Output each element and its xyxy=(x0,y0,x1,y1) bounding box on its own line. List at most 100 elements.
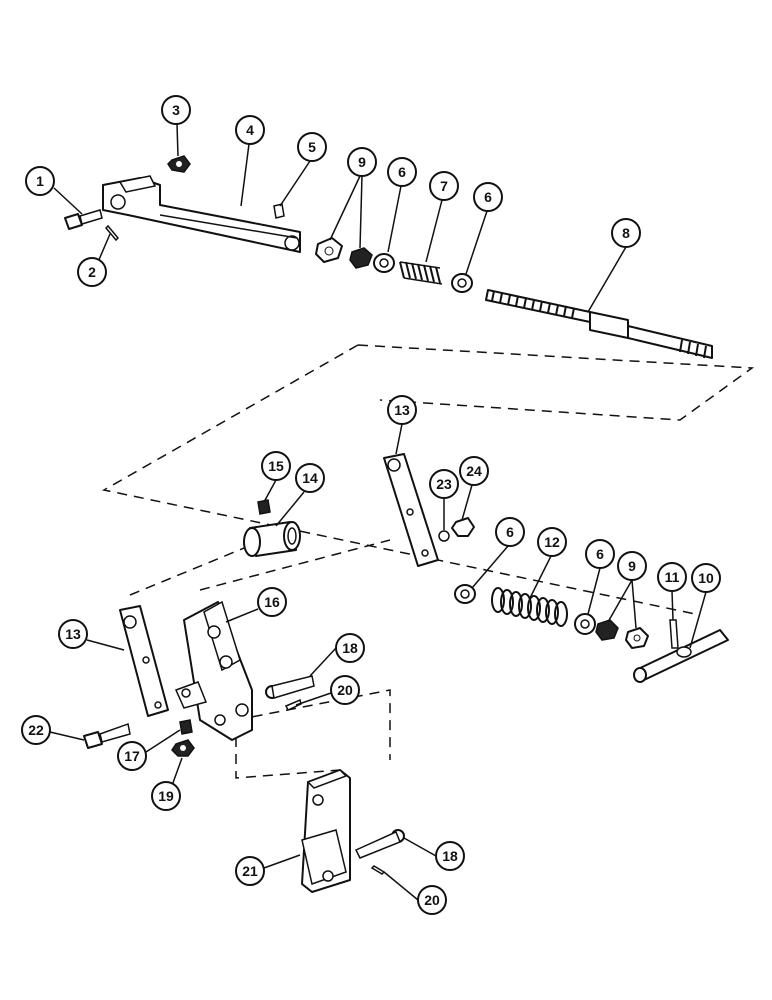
callout-label: 13 xyxy=(65,626,81,642)
nut-hole xyxy=(176,161,182,167)
callout-label: 8 xyxy=(622,225,630,241)
callout-label: 17 xyxy=(124,748,140,764)
nuts-part-9-lower xyxy=(595,619,649,649)
nuts-part-9-upper xyxy=(315,237,373,269)
callout-circle xyxy=(25,166,55,196)
callout-circle xyxy=(657,562,687,592)
callout-label: 11 xyxy=(665,569,680,585)
callout-circle xyxy=(691,563,721,593)
callout-14: 14 xyxy=(295,463,325,493)
callout-3: 3 xyxy=(161,95,191,125)
callout-circle xyxy=(417,885,447,915)
callout-21: 21 xyxy=(235,856,265,886)
callout-4: 4 xyxy=(235,115,265,145)
callout-label: 10 xyxy=(698,570,714,586)
callout-label: 24 xyxy=(466,463,482,479)
callout-circle xyxy=(435,841,465,871)
callout-label: 13 xyxy=(394,402,410,418)
spring-part-7 xyxy=(399,261,443,285)
callout-label: 6 xyxy=(484,189,492,205)
bolt-part-22 xyxy=(83,723,131,749)
callout-10: 10 xyxy=(691,563,721,593)
callout-circle xyxy=(235,115,265,145)
callout-label: 23 xyxy=(436,476,452,492)
callout-circle xyxy=(117,741,147,771)
callout-circle xyxy=(235,856,265,886)
callout-label: 9 xyxy=(358,154,366,170)
washer-part-23 xyxy=(438,530,450,542)
callout-16: 16 xyxy=(257,587,287,617)
callout-circle xyxy=(585,539,615,569)
callout-circle xyxy=(151,781,181,811)
lever-arm-part-4 xyxy=(102,175,301,253)
callout-label: 6 xyxy=(398,164,406,180)
callout-19: 19 xyxy=(151,781,181,811)
callout-circle xyxy=(297,132,327,162)
nut-hole xyxy=(180,745,186,751)
callout-label: 20 xyxy=(337,682,353,698)
callout-18: 18 xyxy=(335,633,365,663)
callout-label: 3 xyxy=(172,102,180,118)
callout-24: 24 xyxy=(459,456,489,486)
callout-23: 23 xyxy=(429,469,459,499)
callout-circle xyxy=(495,517,525,547)
callout-circle xyxy=(473,182,503,212)
callout-label: 20 xyxy=(424,892,440,908)
callout-circle xyxy=(617,551,647,581)
cotter-part-20-lower xyxy=(370,865,386,875)
fitting-part-15 xyxy=(257,499,271,515)
callout-20: 20 xyxy=(330,675,360,705)
callout-circle xyxy=(429,469,459,499)
callout-11: 11 xyxy=(657,562,687,592)
callout-2: 2 xyxy=(77,257,107,287)
callout-7: 7 xyxy=(429,171,459,201)
callout-6: 6 xyxy=(585,539,615,569)
nut-part-24 xyxy=(451,517,475,537)
assembly-outline-lower xyxy=(235,689,391,779)
callout-label: 18 xyxy=(442,848,458,864)
callout-circle xyxy=(161,95,191,125)
callout-6: 6 xyxy=(473,182,503,212)
pin-part-11 xyxy=(669,619,679,649)
handle-part-10 xyxy=(633,629,729,683)
callout-20: 20 xyxy=(417,885,447,915)
callout-label: 16 xyxy=(264,594,280,610)
callout-12: 12 xyxy=(537,527,567,557)
link-part-13-upper xyxy=(383,453,439,567)
callout-circle xyxy=(537,527,567,557)
callout-circle xyxy=(330,675,360,705)
spring-part-12 xyxy=(491,587,568,627)
callout-circle xyxy=(295,463,325,493)
clevis-part-21 xyxy=(301,769,351,893)
callout-label: 2 xyxy=(88,264,96,280)
callout-6: 6 xyxy=(495,517,525,547)
callout-circle xyxy=(257,587,287,617)
callout-label: 12 xyxy=(544,534,560,550)
callout-circle xyxy=(58,619,88,649)
pin-part-18-upper xyxy=(265,675,315,699)
callout-label: 14 xyxy=(302,470,318,486)
callout-label: 1 xyxy=(36,173,44,189)
threaded-rod-part-8 xyxy=(485,289,713,359)
callout-label: 22 xyxy=(28,722,44,738)
assembly-outline-upper xyxy=(101,344,755,616)
pin-part-18-lower xyxy=(354,829,405,859)
callout-circle xyxy=(611,218,641,248)
pin-part-2 xyxy=(104,224,120,242)
callout-circle xyxy=(335,633,365,663)
callout-label: 4 xyxy=(246,122,254,138)
callout-6: 6 xyxy=(387,157,417,187)
callout-5: 5 xyxy=(297,132,327,162)
link-part-13-lower xyxy=(119,605,169,717)
callout-circle xyxy=(459,456,489,486)
pivot-part-14 xyxy=(243,521,301,557)
callout-label: 9 xyxy=(628,558,636,574)
callout-9: 9 xyxy=(347,147,377,177)
callout-17: 17 xyxy=(117,741,147,771)
callout-circle xyxy=(387,157,417,187)
bracket-part-16 xyxy=(174,600,253,741)
callout-label: 19 xyxy=(158,788,174,804)
callout-circle xyxy=(387,395,417,425)
